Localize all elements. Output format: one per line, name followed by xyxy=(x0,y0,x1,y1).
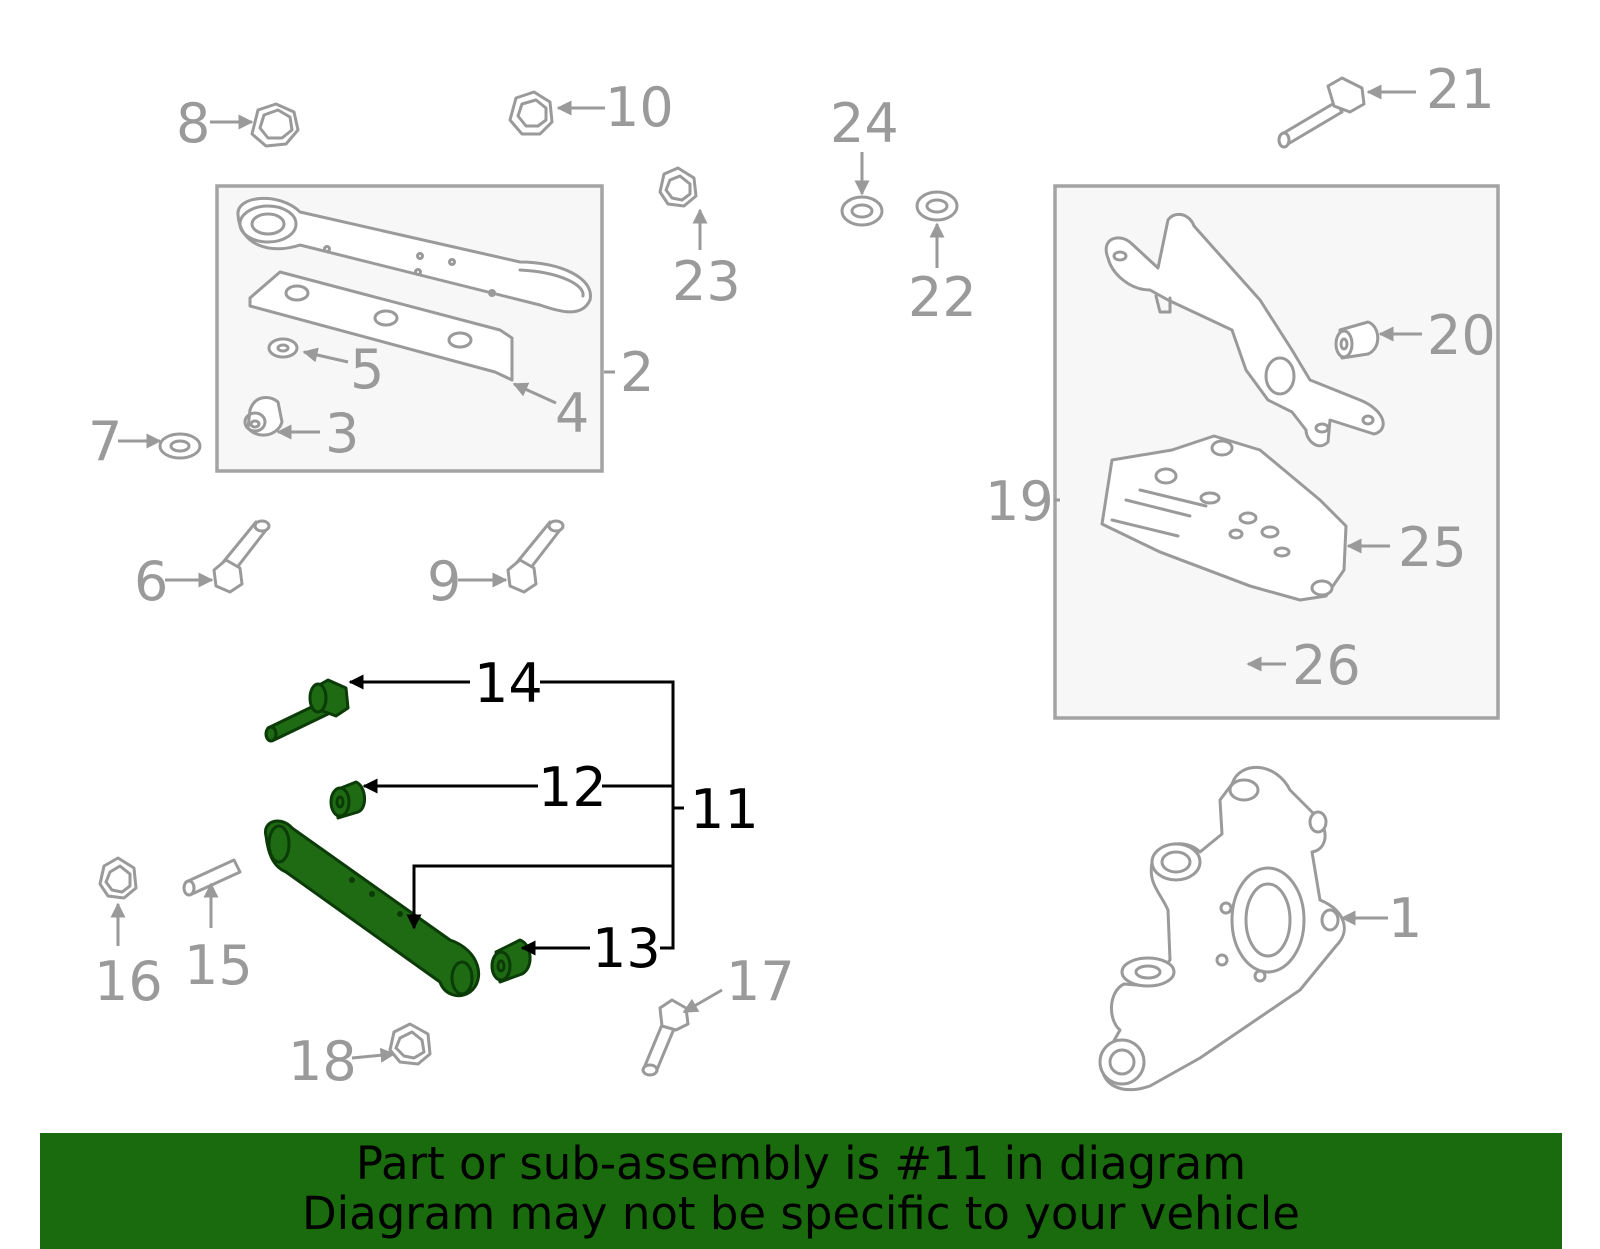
callout-15: 15 xyxy=(184,934,253,997)
callout-4: 4 xyxy=(555,382,589,445)
callout-12: 12 xyxy=(538,756,607,819)
callout-3: 3 xyxy=(325,402,359,465)
shield-25-drawing xyxy=(1100,434,1348,602)
nut-16-drawing xyxy=(98,856,138,900)
bolt-17-drawing xyxy=(641,998,690,1077)
nut-8-drawing xyxy=(250,102,300,148)
callout-13: 13 xyxy=(592,917,661,980)
callout-25: 25 xyxy=(1398,516,1467,579)
bolt-6-drawing xyxy=(212,519,271,594)
knuckle-1-drawing xyxy=(1098,766,1346,1092)
bolt-21-drawing xyxy=(1277,76,1366,149)
upper-control-arm-drawing xyxy=(236,197,592,314)
callout-20: 20 xyxy=(1427,304,1496,367)
black-leader-lines xyxy=(348,674,684,956)
callout-9: 9 xyxy=(427,550,461,613)
bushing-3-drawing xyxy=(243,396,284,437)
bushing-13-drawing xyxy=(490,938,532,984)
callout-1: 1 xyxy=(1388,887,1422,950)
callout-19: 19 xyxy=(985,470,1054,533)
callout-7: 7 xyxy=(88,410,122,473)
callout-26: 26 xyxy=(1292,634,1361,697)
callout-6: 6 xyxy=(134,550,168,613)
nut-18-drawing xyxy=(388,1022,432,1066)
banner-line-1: Part or sub-assembly is #11 in diagram xyxy=(355,1137,1247,1190)
callout-5: 5 xyxy=(350,338,384,401)
info-banner: Part or sub-assembly is #11 in diagram D… xyxy=(40,1133,1562,1249)
callout-11: 11 xyxy=(690,778,759,841)
nut-10-drawing xyxy=(508,90,554,136)
washer-24-drawing xyxy=(840,195,884,227)
pin-15-drawing xyxy=(182,858,242,897)
bushing-12-drawing xyxy=(329,780,366,820)
callout-21: 21 xyxy=(1426,58,1495,121)
washer-7-drawing xyxy=(158,432,202,460)
nut-23-drawing xyxy=(658,166,698,208)
callout-14: 14 xyxy=(474,652,543,715)
gray-leader-lines xyxy=(110,84,1422,1063)
washer-22-drawing xyxy=(915,190,959,222)
callout-18: 18 xyxy=(288,1030,357,1093)
lower-plate-drawing xyxy=(248,270,514,382)
callout-24: 24 xyxy=(830,92,899,155)
trailing-arm-drawing xyxy=(1104,212,1385,448)
banner-line-2: Diagram may not be specific to your vehi… xyxy=(302,1187,1300,1240)
lower-control-arm-11-drawing xyxy=(264,819,481,998)
callout-23: 23 xyxy=(672,250,741,313)
bolt-9-drawing xyxy=(506,519,565,594)
callout-2: 2 xyxy=(620,341,654,404)
callout-17: 17 xyxy=(726,950,795,1013)
callout-10: 10 xyxy=(605,76,674,139)
washer-5-drawing xyxy=(267,337,299,359)
callout-16: 16 xyxy=(94,950,163,1013)
callout-8: 8 xyxy=(176,92,210,155)
callout-22: 22 xyxy=(908,266,977,329)
callout-labels: 1 2 3 4 5 6 7 8 9 10 11 12 13 14 15 16 1… xyxy=(88,58,1496,1093)
bolt-14-drawing xyxy=(264,678,350,743)
bushing-20-drawing xyxy=(1334,320,1380,360)
